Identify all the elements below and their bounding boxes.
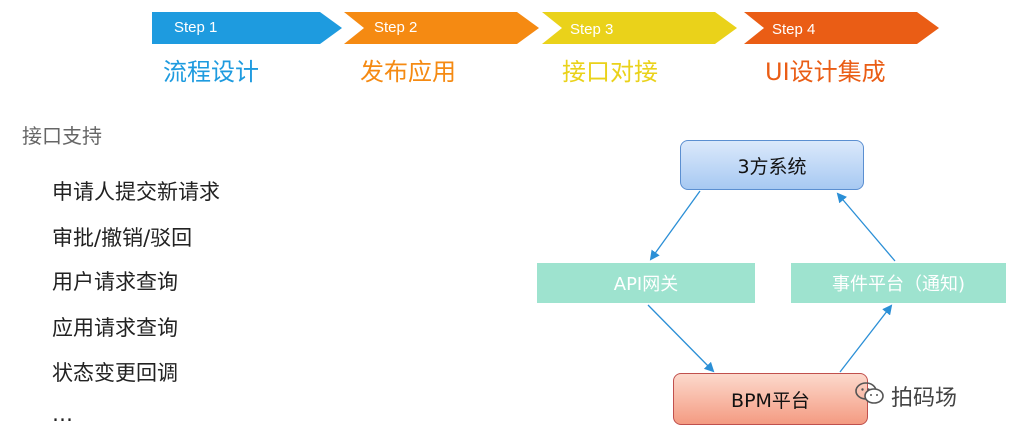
api-gateway-node: API网关 <box>537 263 755 303</box>
watermark-text: 拍码场 <box>891 386 958 411</box>
watermark: 拍码场 <box>855 380 957 412</box>
step-4-label: Step 4 <box>772 21 816 38</box>
list-item: 应用请求查询 <box>52 316 178 340</box>
section-title: 接口支持 <box>22 124 102 148</box>
arrow-bpm-to-event <box>839 304 893 373</box>
step-1-title: 流程设计 <box>163 58 259 86</box>
step-2-title: 发布应用 <box>360 58 456 86</box>
list-item: … <box>52 402 73 426</box>
step-3-arrow: Step 3 <box>542 12 737 44</box>
arrow-event-to-3p <box>836 192 896 262</box>
arrow-3p-to-api <box>649 190 701 261</box>
third-party-system-node: 3方系统 <box>680 140 864 190</box>
list-item: 状态变更回调 <box>52 361 178 385</box>
step-3-title: 接口对接 <box>562 58 658 86</box>
list-item: 用户请求查询 <box>52 270 178 294</box>
step-2-label: Step 2 <box>374 19 418 36</box>
bpm-platform-node: BPM平台 <box>673 373 868 425</box>
event-platform-node: 事件平台（通知) <box>791 263 1006 303</box>
list-item: 审批/撤销/驳回 <box>52 226 193 250</box>
step-1-label: Step 1 <box>174 19 218 36</box>
step-3-label: Step 3 <box>570 21 614 38</box>
wechat-icon <box>855 381 885 411</box>
step-4-arrow: Step 4 <box>744 12 939 44</box>
step-1-arrow: Step 1 <box>152 12 342 44</box>
step-2-arrow: Step 2 <box>344 12 539 44</box>
list-item: 申请人提交新请求 <box>52 180 220 204</box>
arrow-api-to-bpm <box>647 304 715 373</box>
step-4-title: UI设计集成 <box>765 58 886 86</box>
